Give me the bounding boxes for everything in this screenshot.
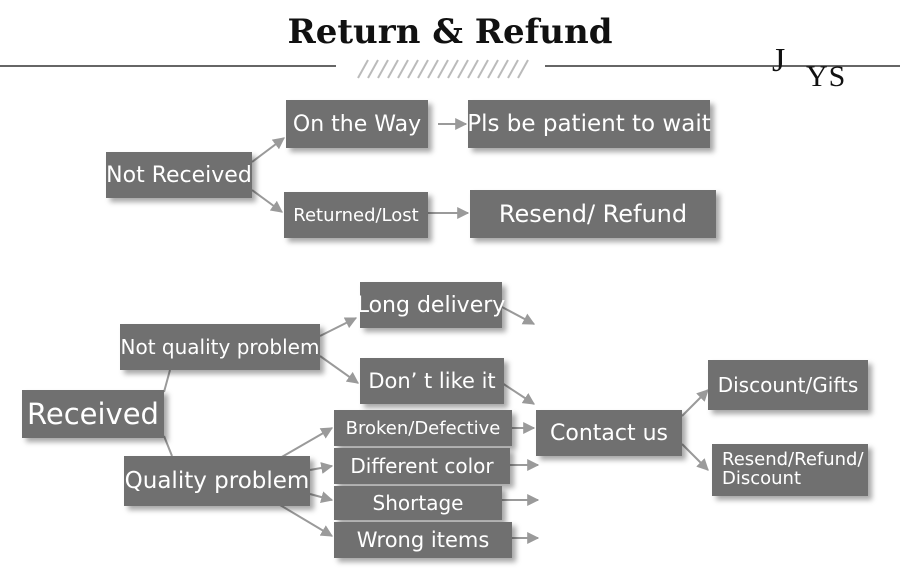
arrow-quality-shortage: [309, 491, 334, 503]
logo-letter-j: J: [772, 42, 786, 79]
node-long-delivery: Long delivery: [357, 282, 505, 328]
node-contact-us: Contact us: [536, 410, 682, 456]
node-resend-refund: Resend/ Refund: [470, 190, 716, 238]
header-hatch: [357, 59, 529, 79]
node-received: Received: [22, 390, 164, 438]
arrow-notreceived-returned: [251, 189, 283, 213]
logo-letters-ys: YS: [806, 60, 847, 93]
node-returned-lost: Returned/Lost: [284, 192, 428, 238]
node-resend-refund-discount: Resend/Refund/ Discount: [712, 444, 868, 496]
arrow-quality-broken: [279, 427, 334, 459]
node-pls-wait: Pls be patient to wait: [467, 100, 711, 148]
line-received-quality: [163, 435, 173, 457]
arrow-long-out: [501, 306, 536, 325]
page-title: Return & Refund: [287, 12, 613, 52]
node-broken-defective: Broken/Defective: [334, 410, 512, 446]
arrow-quality-color: [309, 462, 334, 474]
arrow-notquality-long: [319, 317, 358, 337]
arrow-dontlike-contact: [501, 382, 536, 405]
node-different-color: Different color: [334, 448, 510, 484]
arrow-contact-resend: [681, 443, 709, 471]
node-not-received: Not Received: [106, 152, 252, 198]
connectors: [163, 118, 709, 544]
arrow-notquality-dontlike: [319, 355, 359, 384]
node-on-the-way: On the Way: [286, 100, 428, 148]
node-discount-gifts: Discount/Gifts: [708, 360, 868, 410]
node-quality-problem: Quality problem: [124, 456, 310, 506]
node-wrong-items: Wrong items: [334, 522, 512, 558]
arrow-contact-discount: [681, 389, 709, 417]
node-dont-like-it: Don’ t like it: [360, 358, 504, 404]
arrow-quality-wrong: [279, 504, 334, 537]
arrow-notreceived-ontheway: [251, 137, 285, 163]
node-shortage: Shortage: [334, 486, 502, 520]
line-received-notquality: [163, 369, 171, 393]
node-not-quality-problem: Not quality problem: [120, 324, 320, 370]
